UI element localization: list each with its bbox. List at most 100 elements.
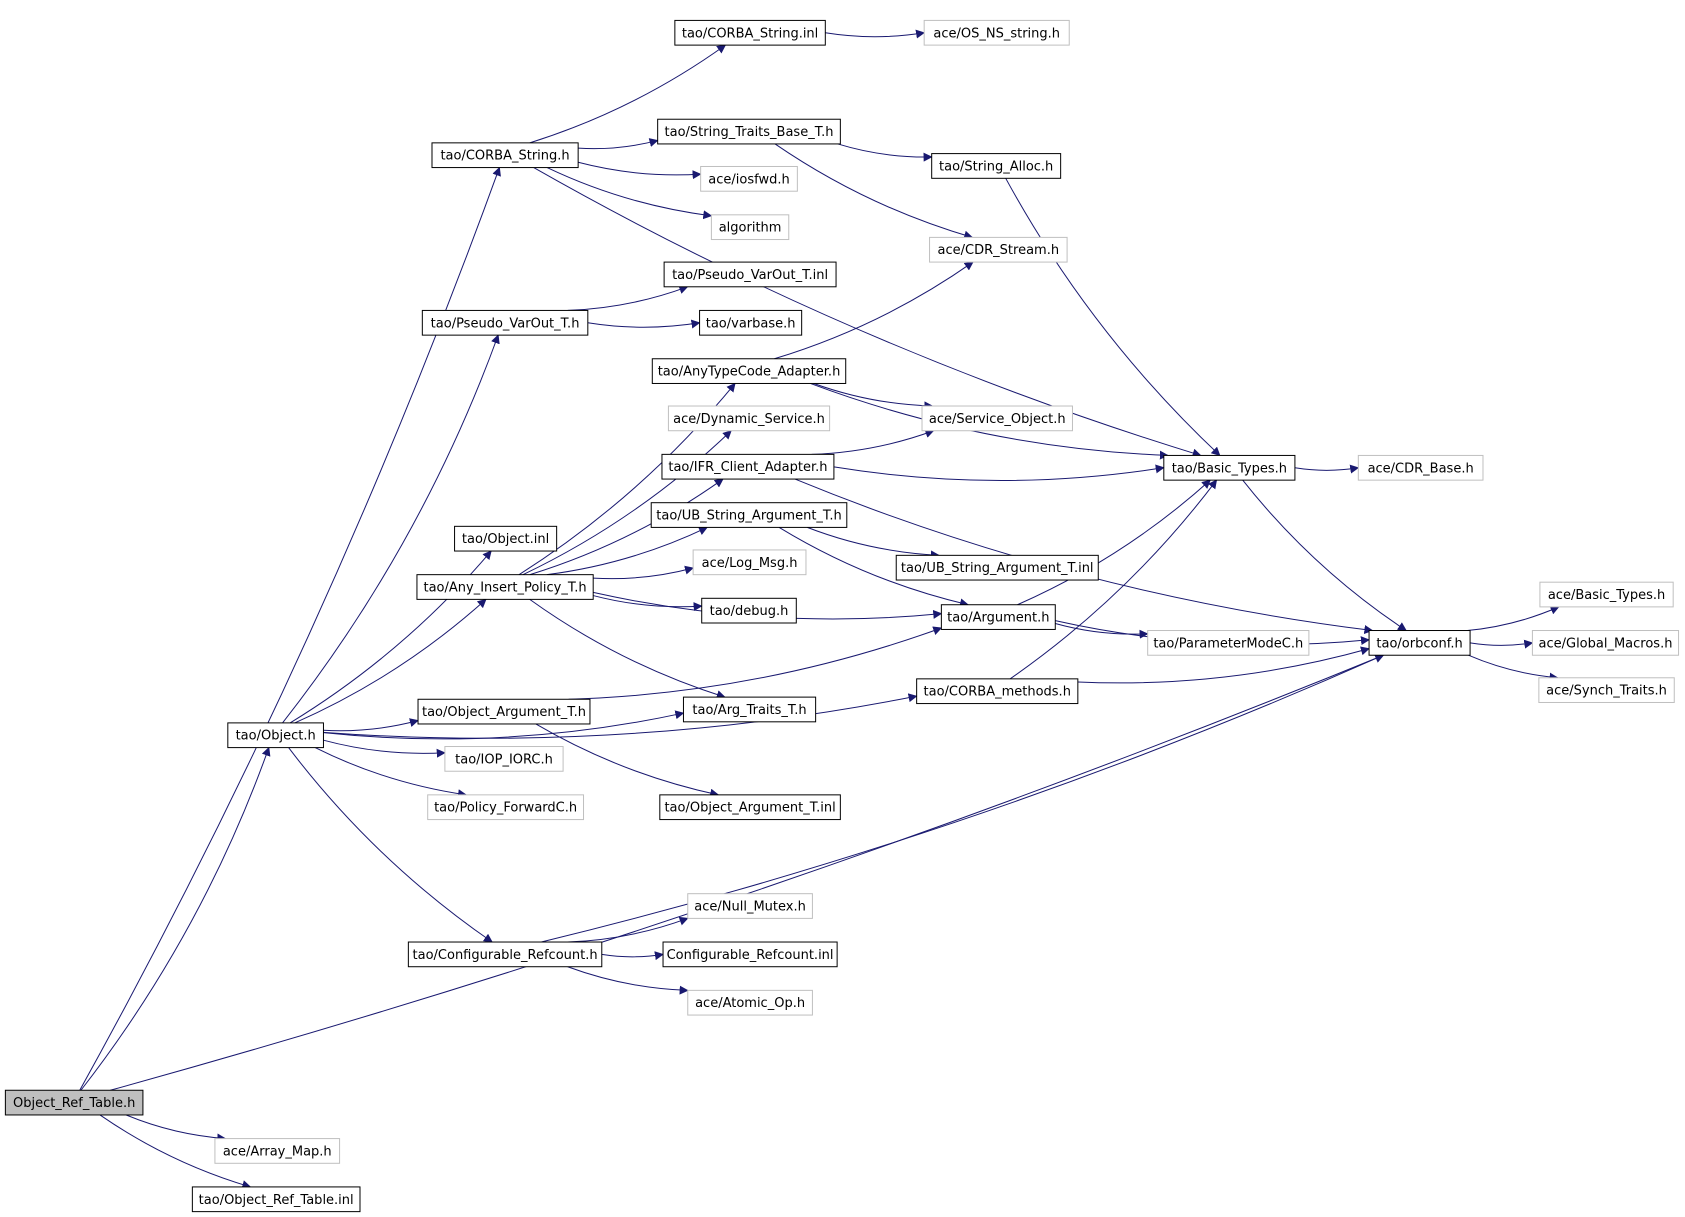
edge-configurable_h-to-configurable_inl	[601, 951, 664, 961]
node-box	[699, 309, 803, 336]
edge-ifr_client-to-basic_types_tao	[833, 464, 1165, 481]
node-string-alloc[interactable]: tao/String_Alloc.h	[931, 153, 1062, 179]
node-string-traits[interactable]: tao/String_Traits_Base_T.h	[657, 118, 841, 145]
node-box	[1163, 454, 1296, 481]
node-object-h[interactable]: tao/Object.h	[227, 722, 324, 749]
node-box	[687, 989, 813, 1016]
node-box	[659, 794, 841, 821]
node-label: tao/Pseudo_VarOut_T.inl	[672, 268, 828, 283]
node-label: ace/Dynamic_Service.h	[673, 412, 825, 427]
node-label: tao/IOP_IORC.h	[455, 752, 553, 767]
node-basic-types-tao[interactable]: tao/Basic_Types.h	[1163, 454, 1296, 481]
node-box	[1147, 630, 1310, 656]
edge-any_insert-to-log_msg	[593, 565, 694, 580]
node-label: ace/Basic_Types.h	[1548, 588, 1665, 603]
node-arg-traits[interactable]: tao/Arg_Traits_T.h	[682, 696, 817, 723]
edge-object_argument_h-to-object_argument_inl	[535, 723, 720, 798]
edge-orbconf-to-basic_types_ace	[1467, 606, 1560, 632]
node-label: ace/Synch_Traits.h	[1546, 684, 1667, 699]
node-service-object[interactable]: ace/Service_Object.h	[921, 405, 1073, 432]
node-pseudo-h[interactable]: tao/Pseudo_VarOut_T.h	[421, 309, 589, 336]
node-cdr-base[interactable]: ace/CDR_Base.h	[1357, 454, 1484, 481]
node-label: tao/UB_String_Argument_T.inl	[901, 561, 1094, 576]
node-box	[662, 941, 838, 968]
edge-ifr_client-to-orbconf	[794, 478, 1374, 634]
node-label: ace/Service_Object.h	[929, 412, 1066, 427]
node-iop-iorc[interactable]: tao/IOP_IORC.h	[444, 746, 564, 772]
edge-corba_string_h-to-corba_string_inl	[529, 44, 727, 144]
node-anytypecode[interactable]: tao/AnyTypeCode_Adapter.h	[651, 358, 847, 384]
node-label: tao/Configurable_Refcount.h	[413, 948, 598, 963]
edge-layer	[79, 29, 1560, 1189]
node-basic-types-ace[interactable]: ace/Basic_Types.h	[1539, 581, 1674, 608]
node-argument[interactable]: tao/Argument.h	[940, 604, 1056, 630]
node-object-argument-h[interactable]: tao/Object_Argument_T.h	[417, 698, 591, 725]
edge-string_alloc-to-basic_types_tao	[1005, 178, 1221, 457]
node-box	[921, 405, 1073, 432]
node-box	[454, 525, 558, 552]
edge-object_h-to-configurable_h	[288, 747, 493, 943]
node-debug[interactable]: tao/debug.h	[701, 597, 797, 624]
node-os-ns-string[interactable]: ace/OS_NS_string.h	[923, 19, 1070, 46]
node-array-map[interactable]: ace/Array_Map.h	[214, 1138, 341, 1164]
node-ub-string-h[interactable]: tao/UB_String_Argument_T.h	[650, 502, 848, 528]
node-log-msg[interactable]: ace/Log_Msg.h	[692, 549, 807, 576]
node-configurable-inl[interactable]: Configurable_Refcount.inl	[662, 941, 838, 968]
node-label: tao/ParameterModeC.h	[1153, 636, 1303, 651]
node-box	[650, 502, 848, 528]
node-corba-string-inl[interactable]: tao/CORBA_String.inl	[674, 19, 826, 46]
edge-root-to-corba_string_h	[79, 166, 501, 1091]
node-box	[1531, 630, 1680, 656]
node-synch-traits[interactable]: ace/Synch_Traits.h	[1538, 677, 1675, 703]
node-box	[651, 358, 847, 384]
node-label: tao/UB_String_Argument_T.h	[656, 509, 841, 524]
node-label: ace/Null_Mutex.h	[694, 900, 806, 915]
node-corba-methods[interactable]: tao/CORBA_methods.h	[916, 678, 1079, 705]
node-object-ref-table-inl[interactable]: tao/Object_Ref_Table.inl	[191, 1186, 361, 1213]
node-pseudo-inl[interactable]: tao/Pseudo_VarOut_T.inl	[663, 261, 837, 288]
edge-object_h-to-object_argument_h	[323, 718, 419, 732]
node-varbase[interactable]: tao/varbase.h	[699, 309, 803, 336]
node-box	[682, 696, 817, 723]
node-ifr-client[interactable]: tao/IFR_Client_Adapter.h	[661, 453, 835, 480]
node-null-mutex[interactable]: ace/Null_Mutex.h	[687, 893, 813, 919]
node-ub-string-inl[interactable]: tao/UB_String_Argument_T.inl	[895, 554, 1099, 581]
node-root[interactable]: Object_Ref_Table.h	[4, 1089, 144, 1116]
node-atomic-op[interactable]: ace/Atomic_Op.h	[687, 989, 813, 1016]
edge-object_h-to-corba_methods	[323, 693, 918, 739]
edge-any_insert-to-debug	[593, 595, 703, 612]
node-algorithm[interactable]: algorithm	[710, 214, 790, 241]
node-box	[916, 678, 1079, 705]
node-label: tao/varbase.h	[706, 316, 796, 331]
edge-any_insert-to-arg_traits	[529, 598, 726, 699]
edge-corba_string_inl-to-os_ns_string	[825, 29, 926, 39]
node-configurable-h[interactable]: tao/Configurable_Refcount.h	[407, 941, 603, 968]
node-dynamic-service[interactable]: ace/Dynamic_Service.h	[667, 405, 831, 432]
node-box	[427, 794, 585, 821]
edge-any_insert-to-ifr_client	[529, 478, 724, 576]
node-orbconf[interactable]: tao/orbconf.h	[1368, 630, 1471, 656]
node-label: ace/Global_Macros.h	[1539, 636, 1673, 651]
node-object-argument-inl[interactable]: tao/Object_Argument_T.inl	[659, 794, 841, 821]
node-parametermode[interactable]: tao/ParameterModeC.h	[1147, 630, 1310, 656]
edge-any_insert-to-dynamic_service	[522, 430, 732, 576]
node-cdr-stream[interactable]: ace/CDR_Stream.h	[929, 236, 1068, 263]
node-label: tao/Argument.h	[947, 611, 1049, 626]
node-policy-forward[interactable]: tao/Policy_ForwardC.h	[427, 794, 585, 821]
node-box	[416, 574, 594, 600]
node-any-insert[interactable]: tao/Any_Insert_Policy_T.h	[416, 574, 594, 600]
node-label: tao/String_Traits_Base_T.h	[665, 125, 834, 140]
node-box	[687, 893, 813, 919]
node-box	[431, 142, 579, 169]
node-corba-string-h[interactable]: tao/CORBA_String.h	[431, 142, 579, 169]
node-global-macros[interactable]: ace/Global_Macros.h	[1531, 630, 1680, 656]
edge-configurable_h-to-orbconf	[541, 654, 1385, 943]
node-box	[929, 236, 1068, 263]
node-object-inl[interactable]: tao/Object.inl	[454, 525, 558, 552]
node-iosfwd[interactable]: ace/iosfwd.h	[700, 165, 798, 192]
node-box	[895, 554, 1099, 581]
edge-basic_types_tao-to-orbconf	[1242, 479, 1407, 632]
edge-pseudo_h-to-varbase	[587, 319, 701, 329]
